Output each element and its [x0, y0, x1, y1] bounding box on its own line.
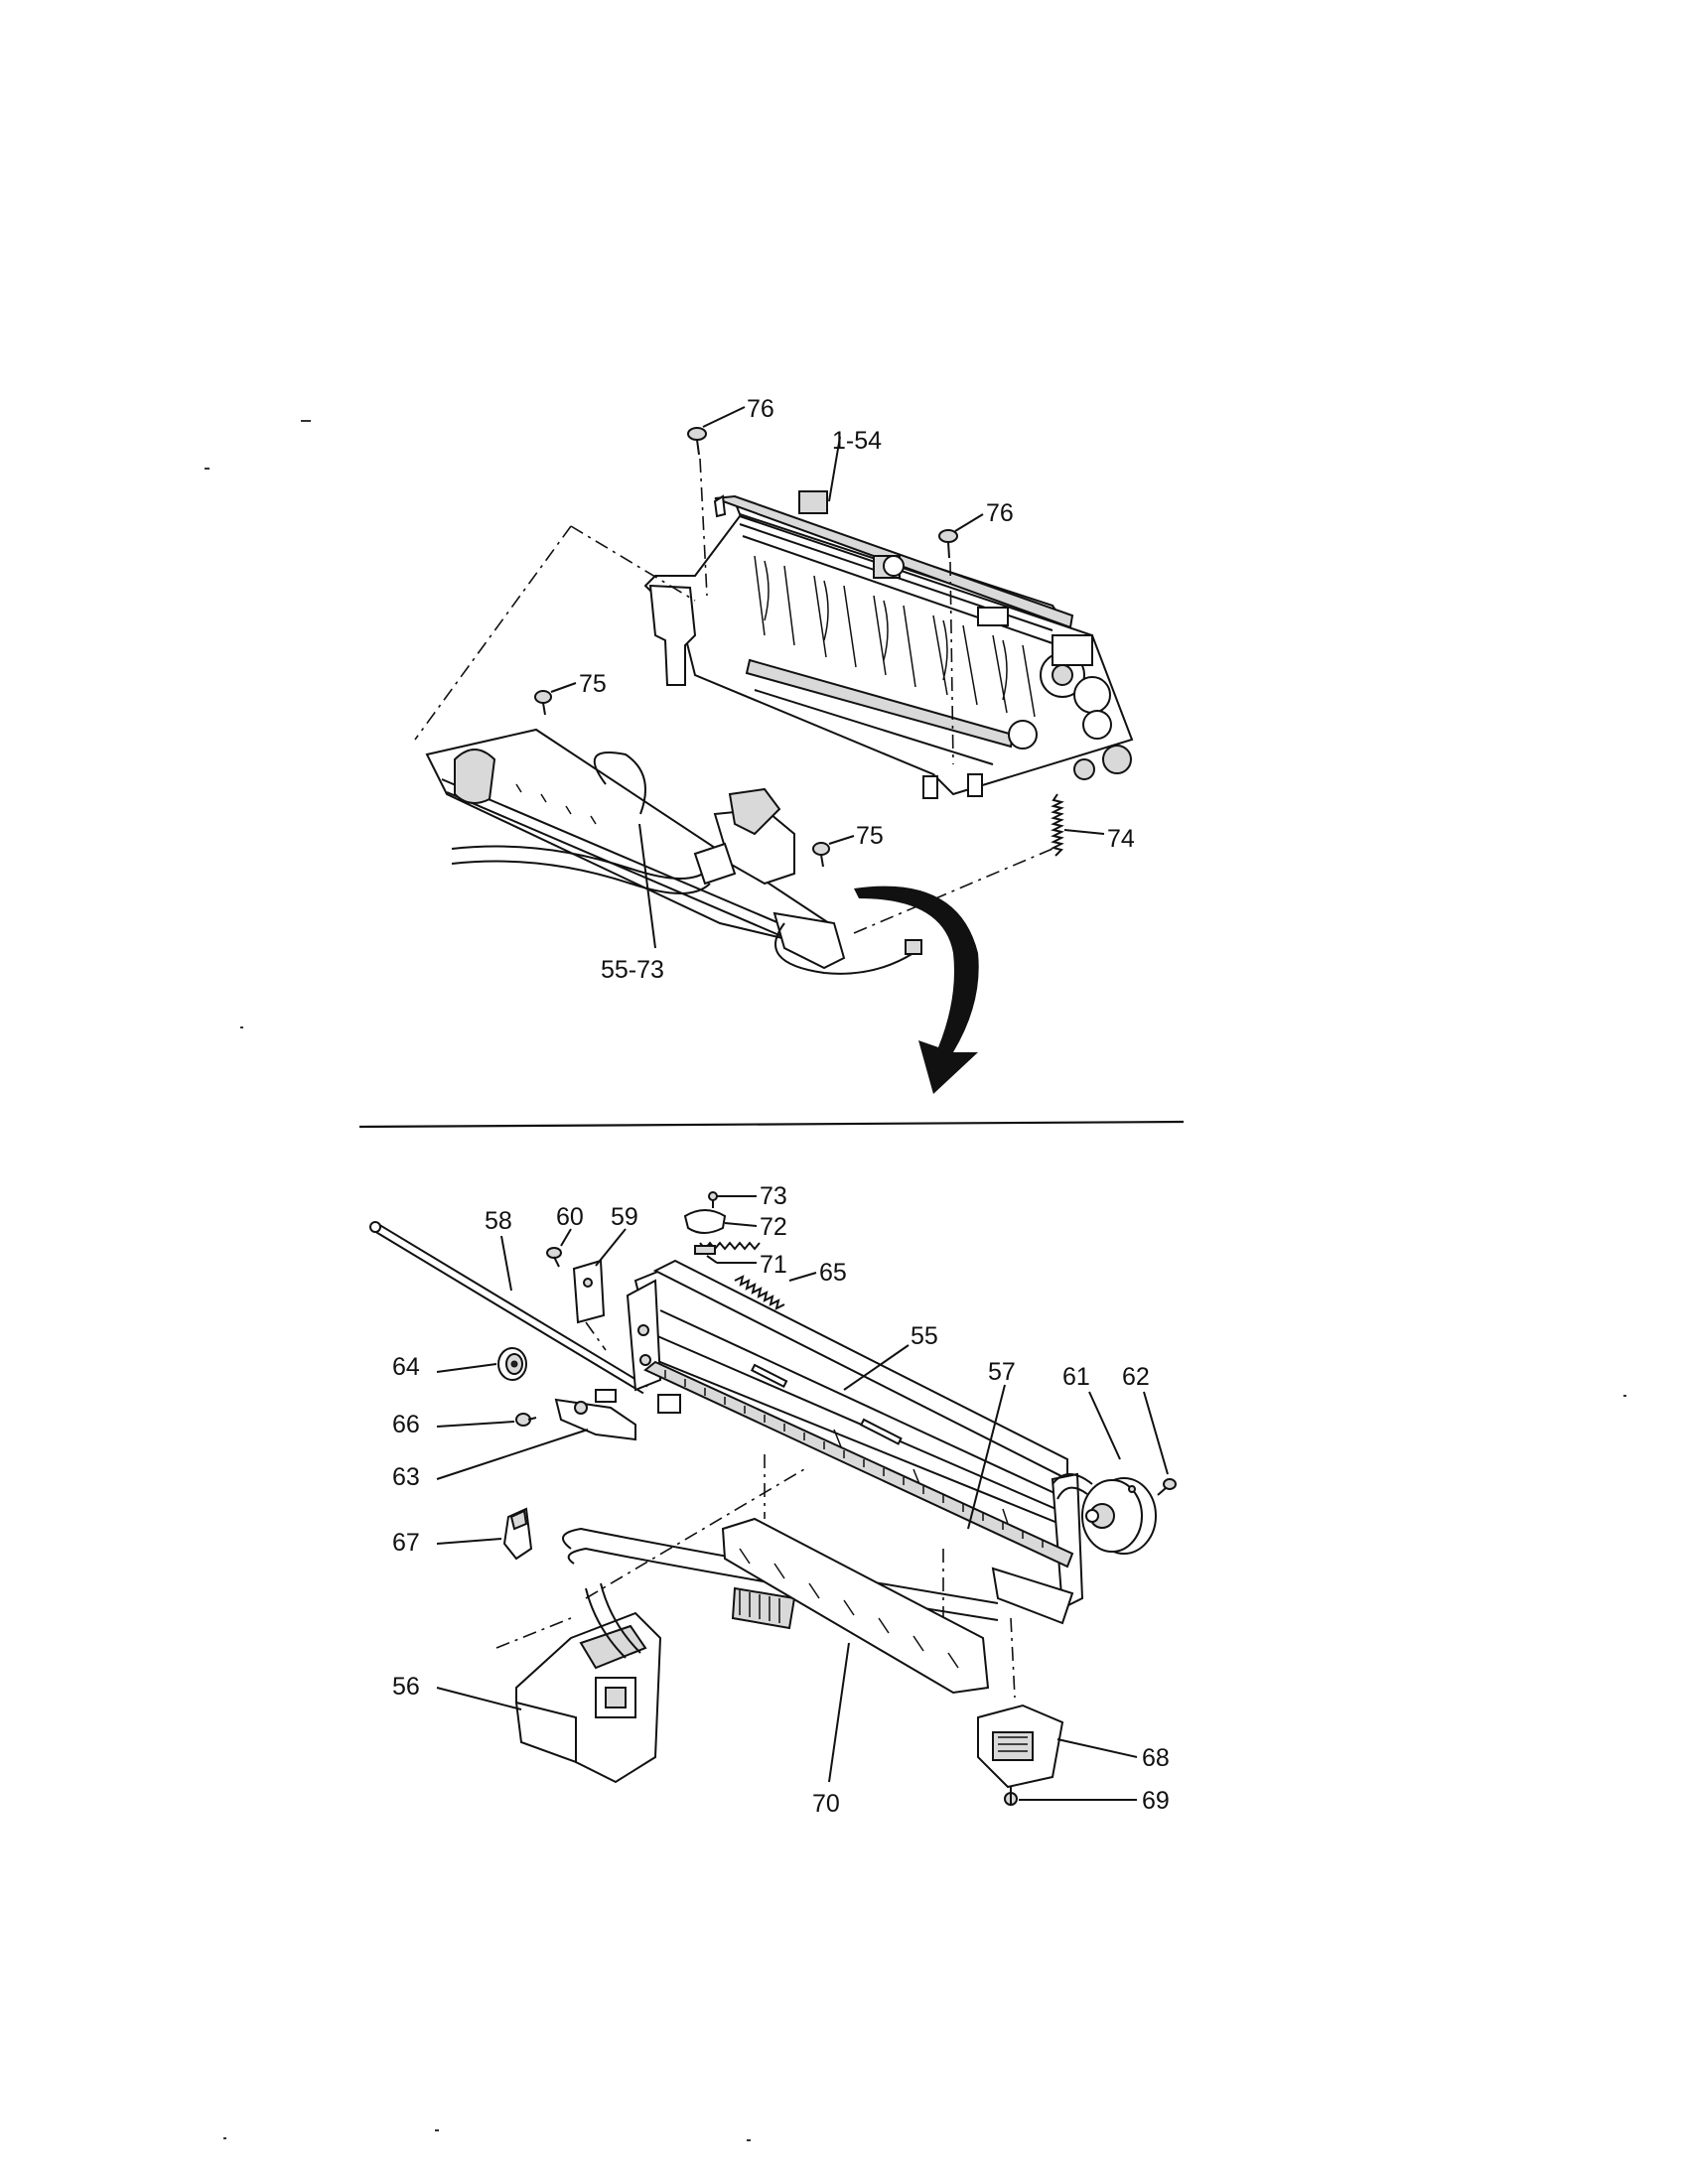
- carriage-motor-61: [1052, 1473, 1157, 1555]
- label-63: 63: [392, 1463, 420, 1491]
- label-75-lower: 75: [856, 822, 884, 850]
- bracket-59: [572, 1259, 607, 1351]
- label-55: 55: [911, 1322, 938, 1350]
- spring-74: [1051, 793, 1064, 857]
- label-58: 58: [485, 1207, 512, 1235]
- label-68: 68: [1142, 1744, 1170, 1772]
- label-57: 57: [988, 1358, 1016, 1386]
- screw-75-upper: [534, 690, 552, 716]
- label-1-54: 1-54: [832, 427, 882, 455]
- pulley-64: [497, 1347, 527, 1381]
- carriage-shaft-58: [369, 1221, 648, 1395]
- label-65: 65: [819, 1259, 847, 1287]
- label-74: 74: [1107, 825, 1135, 853]
- screw-76-left: [687, 427, 708, 597]
- spring-71: [694, 1241, 761, 1255]
- screw-75-lower: [812, 842, 830, 868]
- label-66: 66: [392, 1411, 420, 1438]
- label-72: 72: [760, 1213, 787, 1241]
- print-head-carrier-56: [495, 1468, 805, 1784]
- home-sensor-68: [977, 1617, 1064, 1789]
- label-55-73: 55-73: [601, 956, 664, 984]
- carriage-frame-55: [626, 1259, 1084, 1625]
- gear-cluster: [1008, 634, 1132, 780]
- label-59: 59: [611, 1203, 638, 1231]
- screw-73: [708, 1191, 718, 1208]
- screw-66: [515, 1413, 537, 1427]
- carriage-subassembly: [425, 728, 922, 975]
- section-divider: [358, 1120, 1185, 1129]
- label-67: 67: [392, 1529, 420, 1557]
- label-71: 71: [760, 1251, 787, 1279]
- label-56: 56: [392, 1673, 420, 1701]
- idler-bracket-63: [554, 1389, 636, 1441]
- paper-guide-ribs: [754, 555, 1036, 718]
- label-62: 62: [1122, 1363, 1150, 1391]
- label-60: 60: [556, 1203, 584, 1231]
- screw-62: [1157, 1478, 1177, 1496]
- label-70: 70: [812, 1790, 840, 1818]
- timing-rack-57: [643, 1360, 1074, 1569]
- scan-specks: [205, 420, 1626, 2141]
- label-76-right: 76: [986, 499, 1014, 527]
- screw-76-right: [938, 529, 958, 765]
- spring-65: [734, 1275, 785, 1310]
- label-73: 73: [760, 1182, 787, 1210]
- cap-72: [683, 1209, 727, 1234]
- main-printer-mechanism: [643, 490, 1134, 799]
- exploded-view-arrow: [854, 886, 979, 1094]
- label-61: 61: [1062, 1363, 1090, 1391]
- label-75-upper: 75: [579, 670, 607, 698]
- label-69: 69: [1142, 1787, 1170, 1815]
- screw-60: [546, 1247, 562, 1268]
- screw-69: [1004, 1787, 1018, 1806]
- clip-67: [502, 1507, 533, 1561]
- guide-plate-70: [721, 1454, 990, 1695]
- label-76-left: 76: [747, 395, 774, 423]
- label-64: 64: [392, 1353, 420, 1381]
